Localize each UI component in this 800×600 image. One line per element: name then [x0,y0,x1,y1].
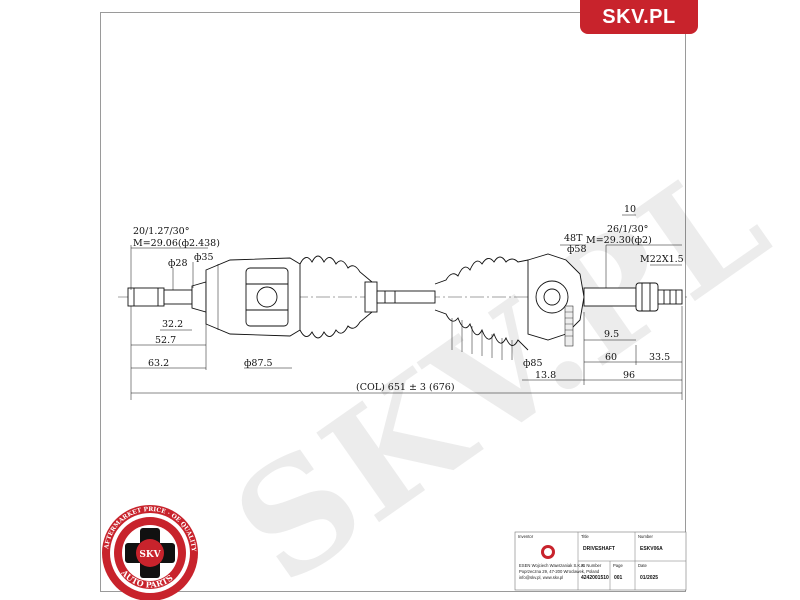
main-shaft [376,290,436,304]
tb-number-header: Number [638,534,653,539]
tb-company-line-1: ESEN Wojciech Wawrzaniak S.K.A. [519,563,585,568]
title-block: Inventor ESEN Wojciech Wawrzaniak S.K.A.… [514,531,687,591]
dim-60: 60 [605,352,617,363]
tb-drawing-value: 4242001510 [581,575,609,581]
tb-date-header: Date [638,563,648,568]
dim-10: 10 [624,204,636,215]
watermark-text: SKV.PL [204,130,796,600]
inner-cv-housing [205,257,301,337]
dim-96: 96 [623,370,635,381]
dim-thread: M22X1.5 [640,254,684,265]
dim-right-m: M=29.30(ф2) [586,235,652,246]
inner-boot [299,255,378,339]
dim-total-length: (COL) 651 ± 3 (676) [356,382,455,393]
tb-number-value: ESKV06A [640,546,663,552]
tb-sheet-header: Page [613,563,623,568]
tb-company-line-2: Poprzeczna 29, 47-200 Wroclawek, Poland [519,569,600,574]
dim-48t: 48T [564,233,583,244]
dimension-labels: 20/1.27/30° M=29.06(ф2.438) ф28 ф35 32.2… [133,204,684,393]
tb-company-header: Inventor [518,534,534,539]
dim-d87-5: ф87.5 [244,358,273,369]
outer-boot [434,256,529,360]
dimension-lines [130,214,683,400]
tb-drawing-header: ID Number [581,563,602,568]
dim-d58: ф58 [567,244,587,255]
tb-date-value: 01/2025 [640,575,658,581]
dim-left-d28: ф28 [168,258,188,269]
brand-tab[interactable]: SKV.PL [580,0,698,34]
dim-d85: ф85 [523,358,543,369]
dim-right-spline: 26/1/30° [607,224,648,235]
watermark: SKV.PL [204,130,796,600]
dim-left-m: M=29.06(ф2.438) [133,238,220,249]
dim-32-2: 32.2 [162,319,183,330]
outer-cv-joint [527,253,585,347]
outer-stub-shaft [583,282,683,312]
dim-63-2: 63.2 [148,358,169,369]
dim-9-5: 9.5 [604,329,619,340]
quality-badge-logo: SKV AFTERMARKET PRICE · OE QUALITY AUTO … [102,505,198,600]
tb-sheet-value: 001 [614,575,623,581]
dim-33-5: 33.5 [649,352,670,363]
tb-title-value: DRIVESHAFT [583,546,615,552]
tb-title-header: Title [581,534,589,539]
dim-left-spline: 20/1.27/30° [133,226,189,237]
tb-company-line-3: info@skv.pl, www.skv.pl [519,575,563,580]
badge-center-text: SKV [139,550,161,560]
dim-13-8: 13.8 [535,370,556,381]
drawing-frame [100,12,686,592]
dim-left-d35: ф35 [194,252,214,263]
left-stub-shaft [127,281,207,313]
dim-52-7: 52.7 [155,335,176,346]
